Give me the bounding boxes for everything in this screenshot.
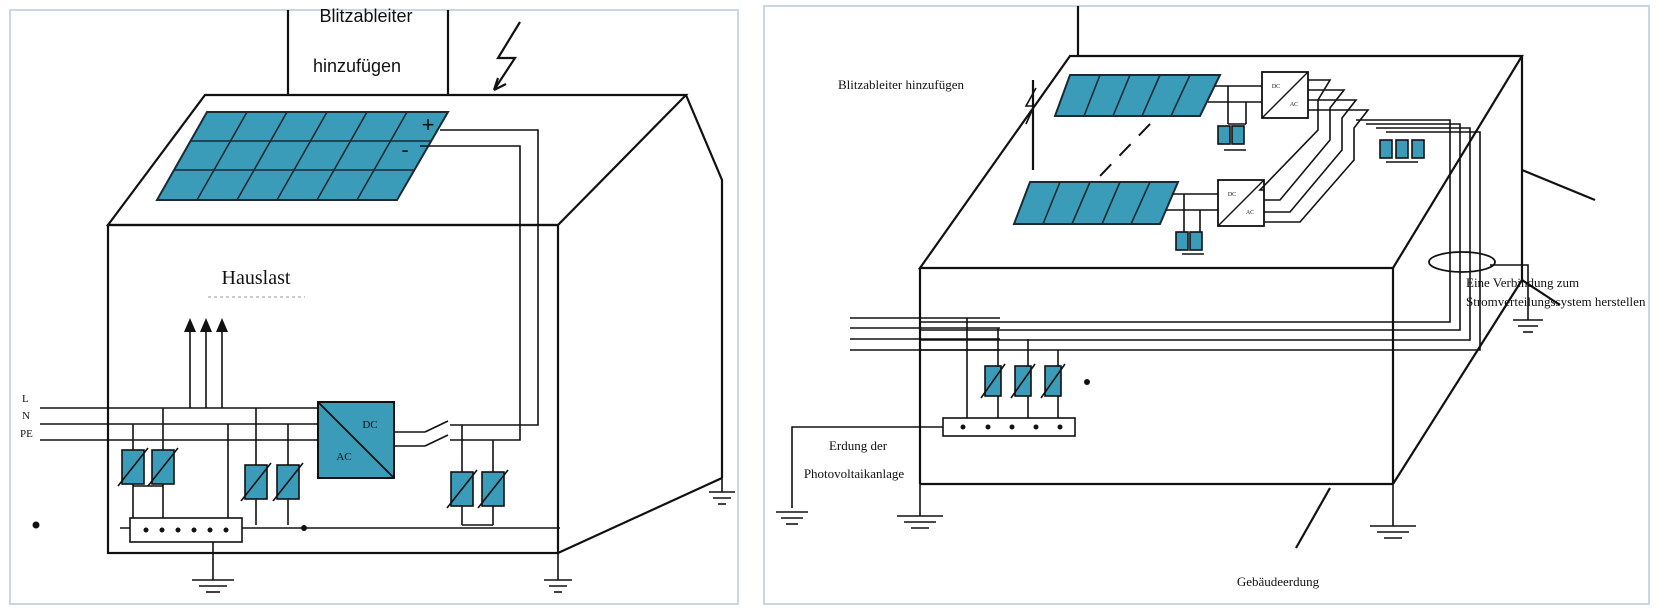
surge-protector-group-3	[446, 425, 509, 526]
left-diagram: Blitzableiter hinzufügen + - Hauslast	[9, 6, 739, 605]
house-load-arrows	[184, 318, 228, 408]
ground-icon	[544, 553, 572, 593]
building-surge-protectors	[980, 363, 1066, 399]
building-extension	[1521, 168, 1596, 202]
building-roof	[917, 54, 1524, 270]
pv-grounding-line2: Photovoltaikanlage	[804, 466, 905, 481]
dc-cable-minus	[420, 145, 521, 441]
connection-ellipse	[1428, 251, 1496, 273]
right-diagram: Blitzableiter hinzufügen DC AC	[763, 5, 1650, 605]
dc-cable-plus	[440, 129, 539, 426]
minus-sign: -	[401, 137, 408, 162]
lower-solar-panel	[1012, 181, 1180, 225]
left-grounding-bus	[120, 517, 560, 543]
ground-icon	[1513, 319, 1543, 333]
conductor-L-label: L	[22, 393, 29, 405]
stray-dot	[1084, 379, 1090, 385]
house-side-base	[557, 476, 723, 555]
inverter-box: DC AC	[317, 401, 395, 479]
conductor-PE-label: PE	[20, 428, 33, 440]
lower-converter-ac: AC	[1246, 210, 1254, 216]
roof-surge-protectors	[1175, 125, 1425, 255]
lightning-label-line1: Blitzableiter	[319, 6, 412, 26]
connection-label-line1: Eine Verbindung zum	[1466, 275, 1579, 290]
connection-label-line2: Stromverteilungssystem herstellen	[1466, 294, 1646, 309]
inverter-dc-label: DC	[362, 419, 377, 431]
dc-switch	[394, 420, 449, 447]
roof-solar-panel	[155, 111, 450, 201]
lightning-label-line2: hinzufügen	[313, 56, 401, 76]
inverter-ac-label: AC	[336, 451, 351, 463]
lower-converter-dc: DC	[1228, 192, 1236, 198]
lightning-bolt-icon	[492, 21, 521, 91]
ground-icon	[897, 484, 943, 529]
house-side-roof	[684, 94, 724, 478]
left-frame	[9, 9, 739, 605]
lightning-bolt-icon	[1024, 87, 1037, 125]
house-load-label: Hauslast	[222, 267, 291, 289]
plus-sign: +	[422, 112, 435, 137]
connection-line	[1490, 264, 1529, 320]
stray-dot	[32, 521, 40, 529]
converter-output-wires	[920, 79, 1481, 351]
ground-icon	[1370, 484, 1416, 539]
lightning-label: Blitzableiter hinzufügen	[838, 77, 964, 92]
panel-connector-dashed	[1099, 123, 1151, 177]
surge-protector-group-1	[117, 408, 179, 525]
right-frame	[763, 5, 1650, 605]
building-ground-leg	[1295, 487, 1331, 549]
ground-icon	[776, 511, 808, 525]
surge-protector-group-2	[240, 408, 304, 525]
upper-converter: DC AC	[1261, 71, 1309, 119]
ground-icon	[709, 478, 735, 505]
grounding-bar	[791, 417, 1076, 508]
house-front-wall	[106, 223, 560, 555]
upper-converter-ac: AC	[1290, 102, 1298, 108]
upper-solar-panel	[1053, 74, 1222, 117]
left-conductors	[40, 407, 318, 441]
lower-converter: DC AC	[1217, 179, 1265, 227]
pv-grounding-line1: Erdung der	[829, 438, 888, 453]
ground-icon	[192, 542, 234, 593]
building-side-base	[1392, 279, 1523, 485]
upper-converter-dc: DC	[1272, 84, 1280, 90]
building-grounding-label: Gebäudeerdung	[1237, 574, 1320, 589]
conductor-N-label: N	[22, 410, 30, 422]
